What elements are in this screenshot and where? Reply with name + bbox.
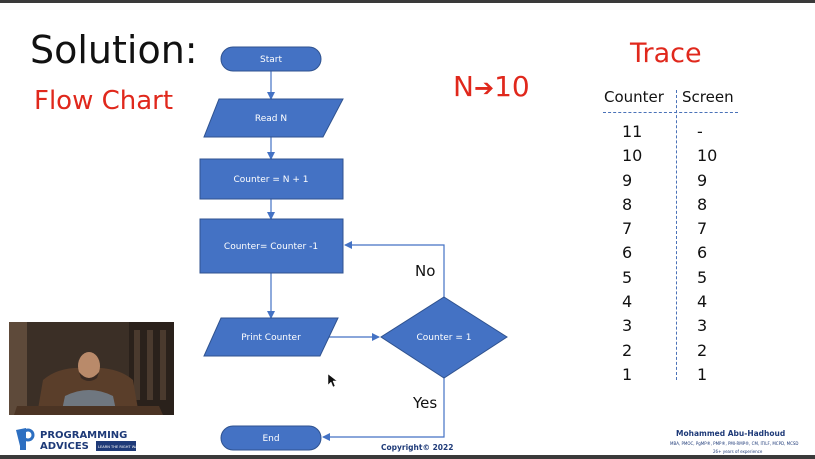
read-input-node: Read N [203, 98, 344, 138]
author-experience: 26+ years of experience [713, 449, 763, 454]
top-frame-border [0, 0, 815, 3]
input-variable: N [453, 70, 474, 103]
trace-screen-cell: 4 [697, 292, 708, 312]
trace-screen-cell: 2 [697, 340, 708, 360]
trace-screen-column: - 10 9 8 7 6 5 4 3 2 1 [697, 120, 717, 387]
end-node: End [220, 425, 322, 451]
trace-counter-cell: 1 [622, 364, 633, 384]
decrement-process-label: Counter= Counter -1 [224, 242, 318, 252]
edge-label-no: No [415, 262, 435, 280]
trace-screen-cell: 6 [697, 243, 708, 263]
end-label: End [262, 434, 279, 444]
read-input-label: Read N [255, 114, 287, 124]
flowchart-connectors [267, 71, 445, 441]
author-name: Mohammed Abu-Hadhoud [676, 429, 786, 438]
mouse-cursor-icon [327, 373, 338, 388]
trace-counter-cell: 6 [622, 243, 633, 263]
trace-counter-cell: 7 [622, 219, 633, 239]
arrow-right-icon: ➔ [473, 74, 495, 102]
trace-screen-cell: 5 [697, 267, 708, 287]
print-output-label: Print Counter [241, 333, 301, 343]
edge-label-yes: Yes [412, 394, 437, 412]
trace-counter-cell: 9 [622, 170, 633, 190]
presenter-video-frame [9, 322, 174, 415]
author-credentials: MBA, PMOC, PgMP®, PMP®, PMI-RMP®, CM, IT… [670, 441, 799, 446]
input-note: N➔10 [453, 70, 530, 103]
trace-screen-cell: 3 [697, 316, 708, 336]
decision-node: Counter = 1 [380, 296, 508, 379]
trace-screen-cell: 1 [697, 364, 708, 384]
trace-counter-cell: 11 [622, 122, 643, 141]
programming-advices-logo: PROGRAMMING ADVICES LEARN THE RIGHT WAY [14, 426, 144, 452]
trace-counter-column: 11 10 9 8 7 6 5 4 3 2 1 [622, 120, 642, 387]
logo-tagline: LEARN THE RIGHT WAY [98, 445, 140, 449]
decision-label: Counter = 1 [417, 333, 472, 343]
decrement-process-node: Counter= Counter -1 [199, 218, 344, 274]
trace-counter-cell: 3 [622, 316, 633, 336]
slide-title: Solution: [30, 28, 198, 72]
presenter-webcam [9, 322, 174, 415]
trace-counter-cell: 10 [622, 146, 643, 166]
trace-screen-cell: 8 [697, 194, 708, 214]
trace-header-divider [603, 112, 738, 113]
copyright-text: Copyright© 2022 [381, 443, 454, 452]
bottom-frame-border [0, 455, 815, 459]
slide-subtitle: Flow Chart [34, 86, 174, 116]
trace-header-counter: Counter [604, 88, 664, 106]
trace-counter-cell: 2 [622, 340, 633, 360]
start-label: Start [260, 55, 282, 65]
init-process-node: Counter = N + 1 [199, 158, 344, 200]
trace-screen-cell: 10 [697, 146, 718, 166]
trace-column-divider [676, 90, 677, 380]
logo-graphic: PROGRAMMING ADVICES LEARN THE RIGHT WAY [16, 428, 140, 452]
edge-decision-yes-to-end [322, 378, 445, 441]
print-output-node: Print Counter [203, 317, 339, 357]
edge-decision-no-loop [344, 241, 445, 297]
trace-title: Trace [630, 38, 702, 69]
trace-screen-cell: - [697, 122, 703, 141]
trace-counter-cell: 4 [622, 292, 633, 312]
logo-text-line1: PROGRAMMING [40, 430, 127, 441]
input-value: 10 [494, 70, 530, 103]
trace-screen-cell: 9 [697, 170, 708, 190]
trace-counter-cell: 8 [622, 194, 633, 214]
init-process-label: Counter = N + 1 [234, 175, 309, 185]
trace-header-screen: Screen [682, 88, 734, 106]
trace-counter-cell: 5 [622, 267, 633, 287]
trace-screen-cell: 7 [697, 219, 708, 239]
start-node: Start [220, 46, 322, 72]
logo-text-line2: ADVICES [40, 441, 89, 452]
